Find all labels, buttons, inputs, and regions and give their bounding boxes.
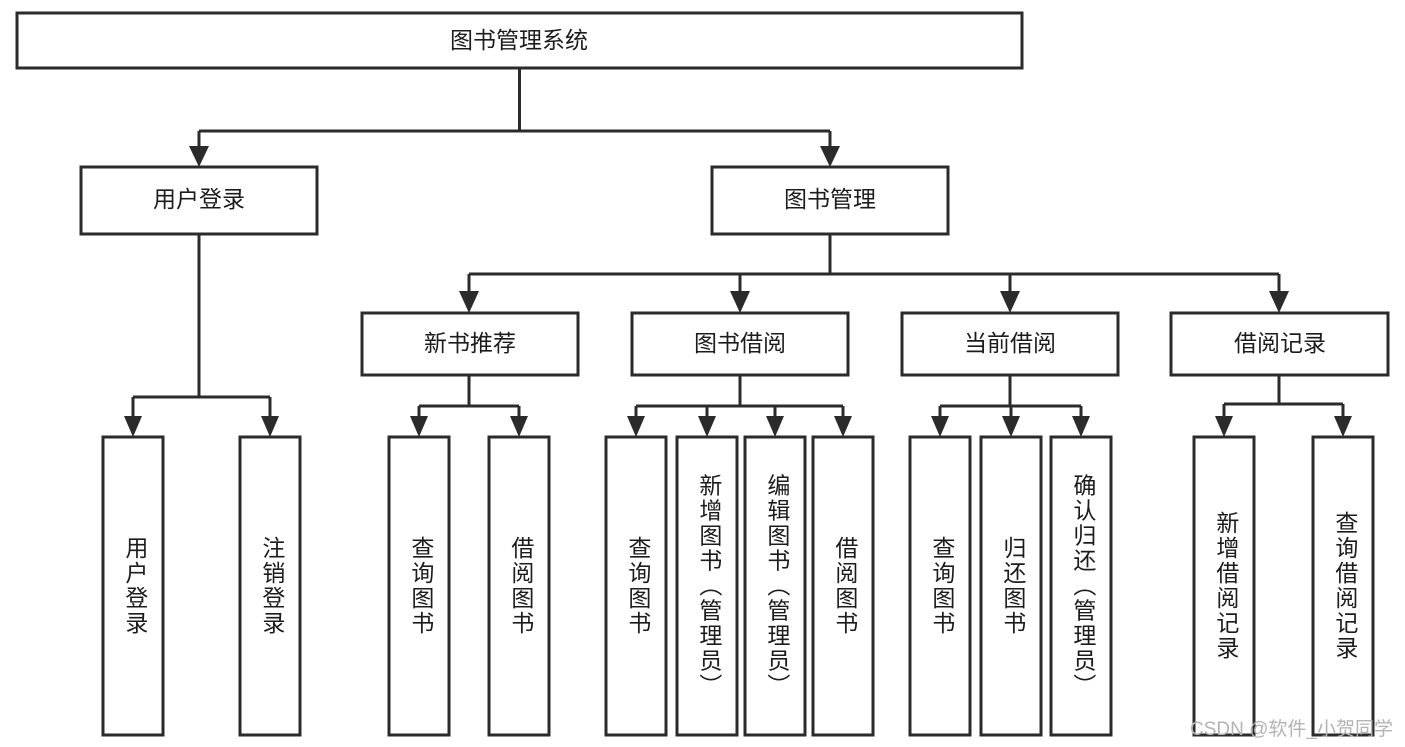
leaf-box-bb-add-book[interactable]: [675, 435, 739, 737]
node-label-book-borrow: 图书借阅: [694, 330, 786, 356]
node-current-borrow[interactable]: 当前借阅: [900, 311, 1120, 377]
leaf-label-br-query-record: 查询借阅记录: [1332, 511, 1359, 661]
leaf-node-br-query-record[interactable]: 查询借阅记录: [1311, 435, 1375, 737]
node-box-borrow-record[interactable]: [1169, 311, 1390, 377]
connector-group-new-book: [410, 375, 528, 437]
connector-group-book-borrow: [627, 375, 852, 437]
node-label-new-book-recommend: 新书推荐: [424, 330, 516, 356]
leaf-box-cb-confirm-return[interactable]: [1049, 435, 1113, 737]
leaf-node-logout[interactable]: 注销登录: [238, 435, 302, 737]
leaf-box-cb-return-book[interactable]: [979, 435, 1043, 737]
connector-group-user-login: [124, 234, 279, 437]
leaf-label-cb-return-book: 归还图书: [1000, 536, 1027, 636]
node-book-borrow[interactable]: 图书借阅: [630, 311, 850, 377]
arrow-head-bb-leaf-2: [698, 416, 716, 437]
leaf-box-nb-query-book[interactable]: [387, 435, 451, 737]
node-box-new-book-recommend[interactable]: [360, 311, 580, 377]
leaf-node-cb-query-book[interactable]: 查询图书: [908, 435, 972, 737]
arrow-head-leaf-user-login: [124, 416, 142, 437]
node-borrow-record[interactable]: 借阅记录: [1169, 311, 1390, 377]
leaf-label-nb-borrow-book: 借阅图书: [508, 536, 535, 636]
leaf-label-nb-query-book: 查询图书: [408, 536, 435, 636]
leaf-box-bb-query-book[interactable]: [604, 435, 668, 737]
arrow-head-leaf-logout: [261, 416, 279, 437]
arrow-head-book-borrow: [730, 291, 750, 313]
arrow-head-cb-leaf-3: [1072, 416, 1090, 437]
leaf-box-user-login[interactable]: [101, 435, 165, 737]
leaf-label-logout: 注销登录: [259, 536, 286, 636]
leaf-node-bb-add-book[interactable]: 新增图书（管理员）: [675, 435, 739, 737]
arrow-head-bb-leaf-4: [834, 416, 852, 437]
leaf-label-br-add-record: 新增借阅记录: [1213, 511, 1240, 661]
node-box-book-management[interactable]: [710, 165, 950, 236]
arrow-head-br-leaf-2: [1334, 416, 1352, 437]
arrow-head-nb-leaf-2: [510, 416, 528, 437]
leaf-node-nb-query-book[interactable]: 查询图书: [387, 435, 451, 737]
leaf-node-user-login[interactable]: 用户登录: [101, 435, 165, 737]
arrow-head-br-leaf-1: [1215, 416, 1233, 437]
leaf-node-nb-borrow-book[interactable]: 借阅图书: [487, 435, 551, 737]
node-label-current-borrow: 当前借阅: [964, 330, 1056, 356]
leaf-label-cb-query-book: 查询图书: [929, 536, 956, 636]
leaf-box-cb-query-book[interactable]: [908, 435, 972, 737]
leaf-label-bb-edit-book: 编辑图书（管理员）: [764, 474, 791, 699]
node-root-system[interactable]: 图书管理系统: [15, 11, 1024, 70]
arrow-head-bb-leaf-1: [627, 416, 645, 437]
arrow-head-cb-leaf-2: [1002, 416, 1020, 437]
leaf-box-br-add-record[interactable]: [1192, 435, 1256, 737]
leaf-label-bb-add-book: 新增图书（管理员）: [696, 474, 723, 699]
arrow-head-borrow-record: [1269, 291, 1289, 313]
leaf-label-cb-confirm-return: 确认归还（管理员）: [1070, 474, 1097, 699]
node-label-borrow-record: 借阅记录: [1234, 330, 1326, 356]
node-user-login[interactable]: 用户登录: [79, 165, 319, 236]
arrow-head-book-mgmt: [820, 146, 840, 167]
leaf-label-bb-borrow-book: 借阅图书: [832, 536, 859, 636]
arrow-head-bb-leaf-3: [766, 416, 784, 437]
connector-group-borrow-record: [1215, 375, 1352, 437]
leaf-label-bb-query-book: 查询图书: [625, 536, 652, 636]
node-box-root-system[interactable]: [15, 11, 1024, 70]
node-box-user-login[interactable]: [79, 165, 319, 236]
leaf-box-bb-edit-book[interactable]: [743, 435, 807, 737]
node-label-book-management: 图书管理: [784, 186, 876, 212]
arrow-head-nb-leaf-1: [410, 416, 428, 437]
connector-group-root: [189, 68, 840, 167]
leaf-label-user-login: 用户登录: [122, 536, 149, 636]
leaf-node-cb-return-book[interactable]: 归还图书: [979, 435, 1043, 737]
node-book-management[interactable]: 图书管理: [710, 165, 950, 236]
node-label-user-login: 用户登录: [153, 186, 245, 212]
connector-group-book-mgmt: [459, 234, 1289, 313]
leaf-box-br-query-record[interactable]: [1311, 435, 1375, 737]
node-box-current-borrow[interactable]: [900, 311, 1120, 377]
connector-group-current-borrow: [931, 375, 1090, 437]
leaf-box-logout[interactable]: [238, 435, 302, 737]
node-box-book-borrow[interactable]: [630, 311, 850, 377]
arrow-head-new-book: [459, 291, 479, 313]
leaf-node-bb-borrow-book[interactable]: 借阅图书: [811, 435, 875, 737]
arrow-head-current-borrow: [1000, 291, 1020, 313]
arrow-head-cb-leaf-1: [931, 416, 949, 437]
arrow-head-user-login: [189, 146, 209, 167]
leaf-node-bb-edit-book[interactable]: 编辑图书（管理员）: [743, 435, 807, 737]
leaf-box-bb-borrow-book[interactable]: [811, 435, 875, 737]
leaf-node-cb-confirm-return[interactable]: 确认归还（管理员）: [1049, 435, 1113, 737]
leaf-box-nb-borrow-book[interactable]: [487, 435, 551, 737]
node-new-book-recommend[interactable]: 新书推荐: [360, 311, 580, 377]
leaf-node-br-add-record[interactable]: 新增借阅记录: [1192, 435, 1256, 737]
leaf-node-bb-query-book[interactable]: 查询图书: [604, 435, 668, 737]
node-label-root-system: 图书管理系统: [450, 27, 588, 53]
